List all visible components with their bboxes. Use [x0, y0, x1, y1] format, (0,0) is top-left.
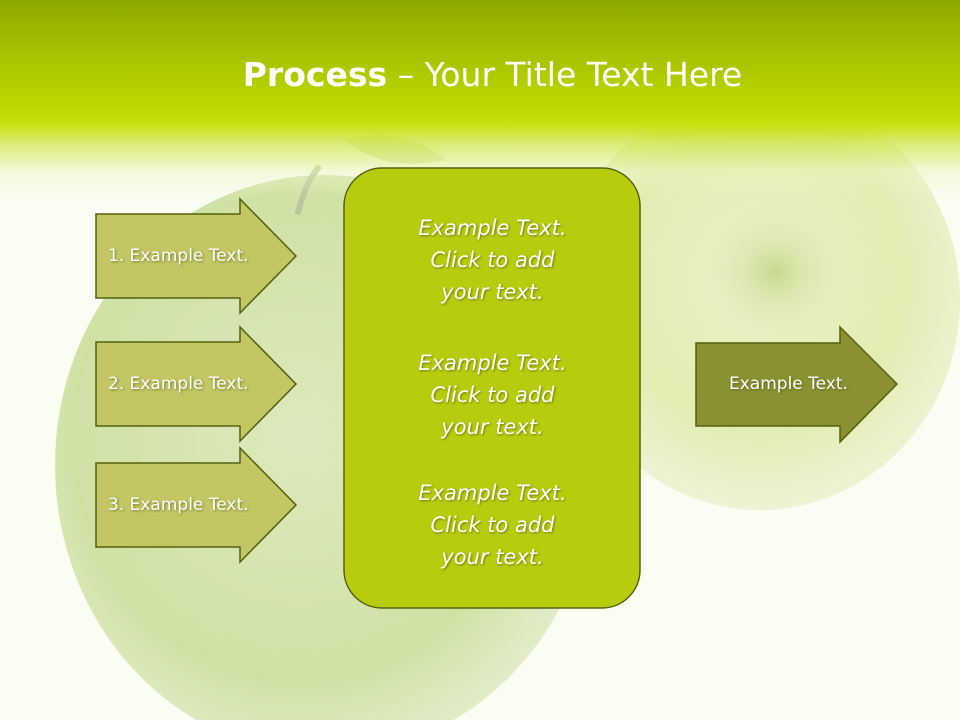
title-rest: – Your Title Text Here: [387, 55, 743, 94]
center-text-block-3: Example Text. Click to add your text.: [345, 477, 640, 573]
right-apple-dimple: [700, 202, 850, 342]
center-block-2-line-1: Example Text.: [418, 351, 567, 375]
center-block-2-line-2: Click to add: [430, 383, 555, 407]
left-arrow-1-label: 1. Example Text.: [108, 246, 249, 266]
center-block-3-line-3: your text.: [441, 545, 544, 569]
right-arrow-label: Example Text.: [729, 374, 848, 394]
center-block-1-line-3: your text.: [441, 280, 544, 304]
center-text-block-1: Example Text. Click to add your text.: [345, 212, 640, 308]
center-block-2-line-3: your text.: [441, 415, 544, 439]
center-box-text: Example Text. Click to add your text. Ex…: [345, 168, 640, 608]
center-block-3-line-2: Click to add: [430, 513, 555, 537]
center-block-1-line-1: Example Text.: [418, 216, 567, 240]
center-block-1-line-2: Click to add: [430, 248, 555, 272]
left-arrow-1[interactable]: [95, 197, 298, 315]
left-arrow-3-label: 3. Example Text.: [108, 495, 249, 515]
title-bold: Process: [242, 55, 388, 94]
left-arrow-2[interactable]: [95, 325, 298, 443]
left-arrow-2-label: 2. Example Text.: [108, 374, 249, 394]
right-arrow[interactable]: [695, 325, 899, 444]
header-band: [0, 0, 960, 200]
center-text-block-2: Example Text. Click to add your text.: [345, 347, 640, 443]
center-block-3-line-1: Example Text.: [418, 481, 567, 505]
center-box[interactable]: [343, 167, 641, 609]
left-arrow-3[interactable]: [95, 446, 298, 564]
slide-title: Process – Your Title Text Here: [0, 52, 960, 98]
